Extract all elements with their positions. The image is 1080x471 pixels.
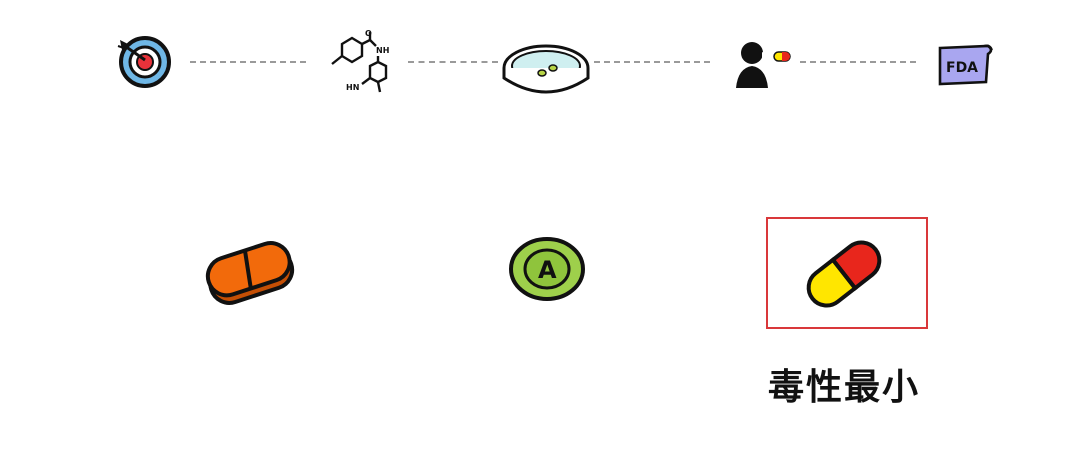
capsule-icon [806, 240, 882, 308]
molecule-nh-label: NH [376, 46, 389, 55]
fda-document-icon: FDA [938, 44, 993, 86]
person-taking-pill-icon [736, 42, 791, 88]
connector-2 [408, 61, 498, 63]
target-icon [117, 36, 171, 88]
orange-tablet-icon [205, 241, 295, 305]
selected-candidate-highlight [766, 217, 928, 329]
fda-label: FDA [946, 60, 978, 76]
molecule-hn-label: HN [346, 83, 359, 92]
least-toxicity-caption: 毒性最小 [768, 367, 921, 408]
molecule-oxygen-label: O [365, 29, 372, 38]
molecule-structure-icon: O NH HN [331, 29, 389, 93]
green-pill-icon: A [509, 237, 585, 301]
petri-dish-icon [502, 44, 590, 94]
connector-4 [800, 61, 916, 63]
connector-3 [594, 61, 710, 63]
green-pill-letter: A [538, 256, 557, 284]
connector-1 [190, 61, 306, 63]
